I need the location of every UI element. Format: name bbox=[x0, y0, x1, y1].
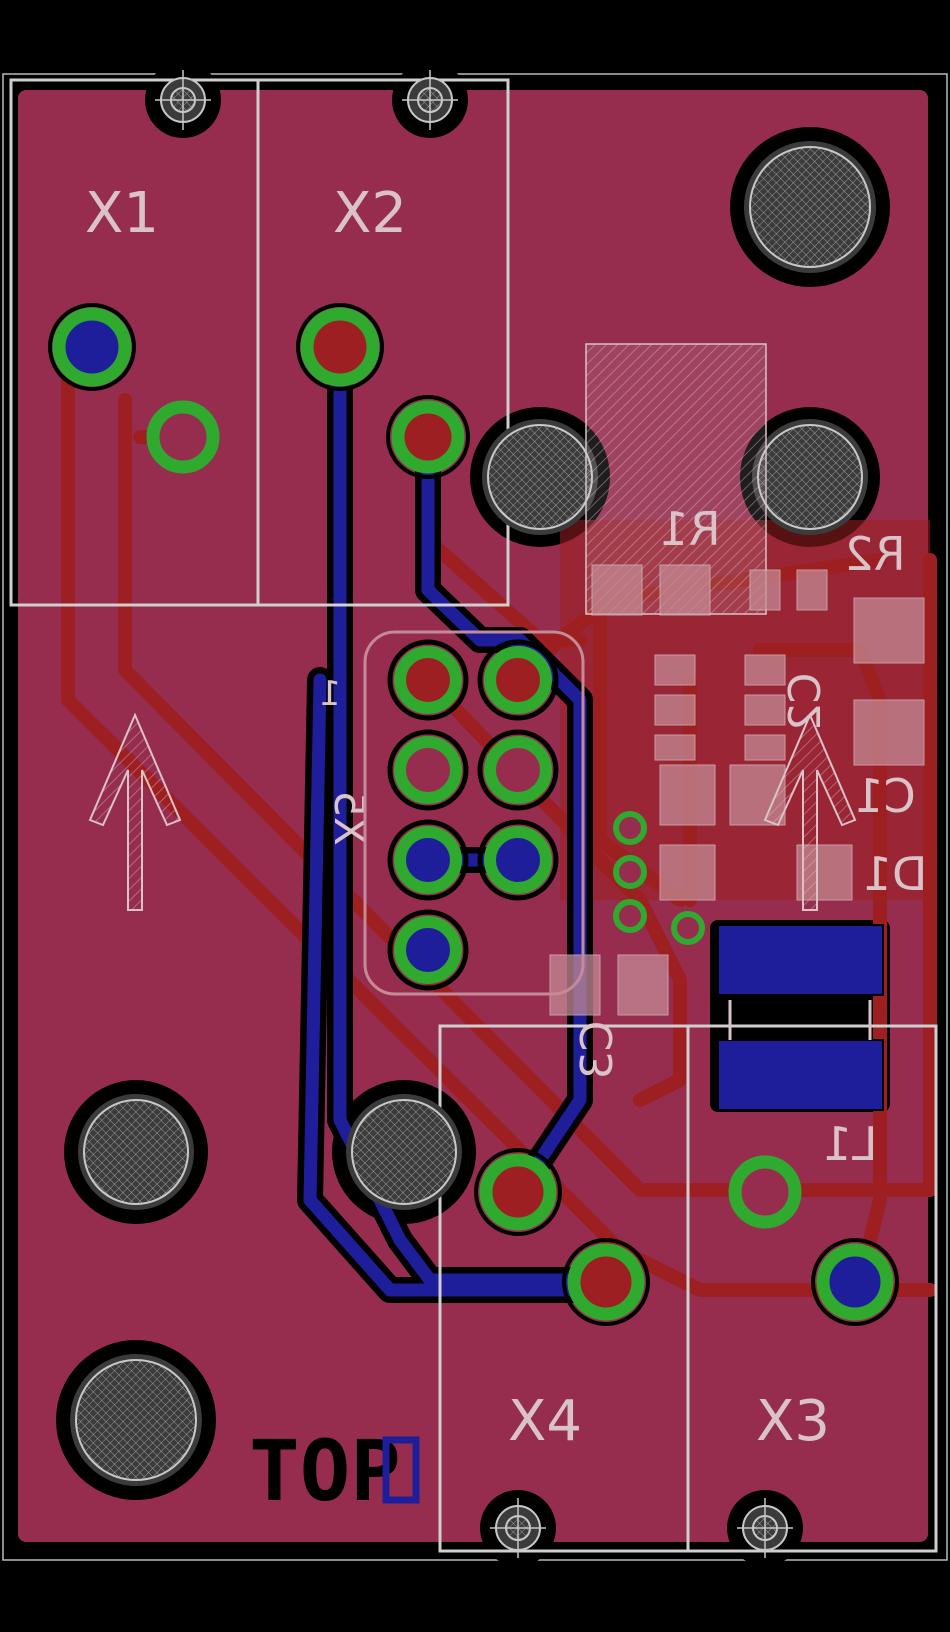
layer-label-mark bbox=[382, 1436, 420, 1504]
label-l1: L1 bbox=[823, 1117, 878, 1171]
label-r2: R2 bbox=[844, 527, 905, 581]
connector-label-x2: X2 bbox=[333, 181, 407, 246]
layer-label-top: TOP bbox=[249, 1422, 401, 1520]
ic-pad-outlines bbox=[387, 639, 559, 991]
arrow-right bbox=[763, 712, 857, 911]
label-c3: C3 bbox=[572, 1021, 623, 1080]
label-c1: C1 bbox=[854, 769, 915, 823]
ic-outline bbox=[363, 630, 585, 996]
board-outline bbox=[2, 73, 948, 1561]
connector-label-x4: X4 bbox=[508, 1389, 582, 1454]
label-ic-pin1: 1 bbox=[319, 674, 341, 714]
label-d1: D1 bbox=[863, 847, 928, 901]
connector-label-x3: X3 bbox=[756, 1389, 830, 1454]
connector-outlines bbox=[9, 78, 938, 1553]
label-ic: X5 bbox=[325, 790, 374, 846]
mounting-holes bbox=[70, 141, 876, 1486]
ic-pads bbox=[394, 646, 552, 984]
inductor-l1 bbox=[717, 924, 884, 1111]
screw-crosshairs bbox=[155, 70, 793, 1558]
pad-outer-black bbox=[48, 303, 899, 1326]
arrow-left bbox=[88, 712, 182, 911]
label-c2: C2 bbox=[780, 673, 831, 732]
through-hole-pads bbox=[52, 307, 894, 1321]
label-r1: R1 bbox=[659, 502, 720, 556]
connector-label-x1: X1 bbox=[85, 181, 159, 246]
vias bbox=[613, 811, 705, 945]
